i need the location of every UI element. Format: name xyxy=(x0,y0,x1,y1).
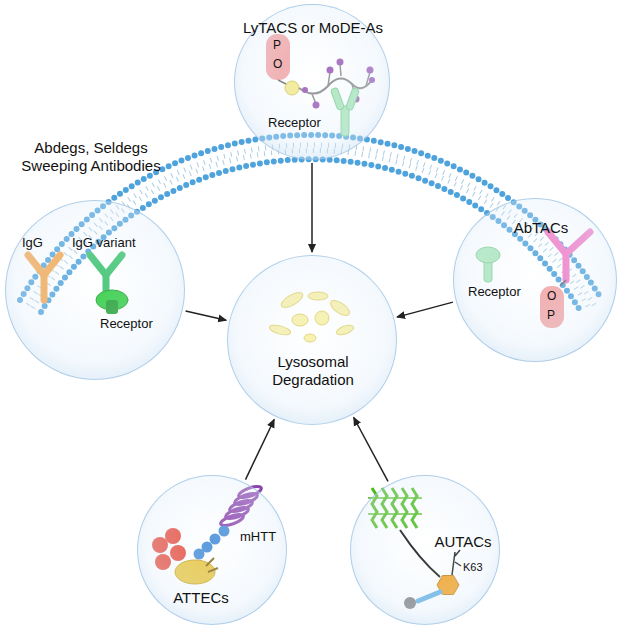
node-label: AbTACs xyxy=(501,219,581,237)
node-label: Lysosomal Degradation xyxy=(248,353,378,389)
attec-circle: ATTECs xyxy=(137,475,287,625)
part-label: IgG variant xyxy=(72,236,136,250)
part-label: Receptor xyxy=(268,116,321,130)
part-label: P xyxy=(273,39,281,52)
part-label: K63 xyxy=(463,561,483,573)
lytac-circle: LyTACS or MoDE-As xyxy=(234,4,390,160)
part-label: IgG xyxy=(22,236,43,250)
node-label: AUTACs xyxy=(428,533,498,551)
abtac-circle: AbTACs xyxy=(453,198,617,362)
node-label: LyTACS or MoDE-As xyxy=(238,19,388,37)
antibody-circle: Abdegs, Seldegs Sweeping Antibodies xyxy=(5,200,185,380)
arrow-connector xyxy=(246,420,275,480)
node-label: Abdegs, Seldegs Sweeping Antibodies xyxy=(4,139,179,175)
autac-circle: AUTACs xyxy=(350,475,500,625)
part-label: O xyxy=(547,290,556,303)
node-label: ATTECs xyxy=(166,589,236,607)
part-label: mHTT xyxy=(240,530,276,544)
lysosome-circle: Lysosomal Degradation xyxy=(227,255,397,425)
part-label: P xyxy=(547,309,555,322)
part-label: Receptor xyxy=(468,285,521,299)
arrow-connector xyxy=(397,302,453,317)
part-label: Receptor xyxy=(100,317,153,331)
arrow-connector xyxy=(354,418,388,482)
arrow-connector xyxy=(186,311,227,320)
part-label: O xyxy=(273,58,282,71)
arrow-connector xyxy=(311,163,313,252)
